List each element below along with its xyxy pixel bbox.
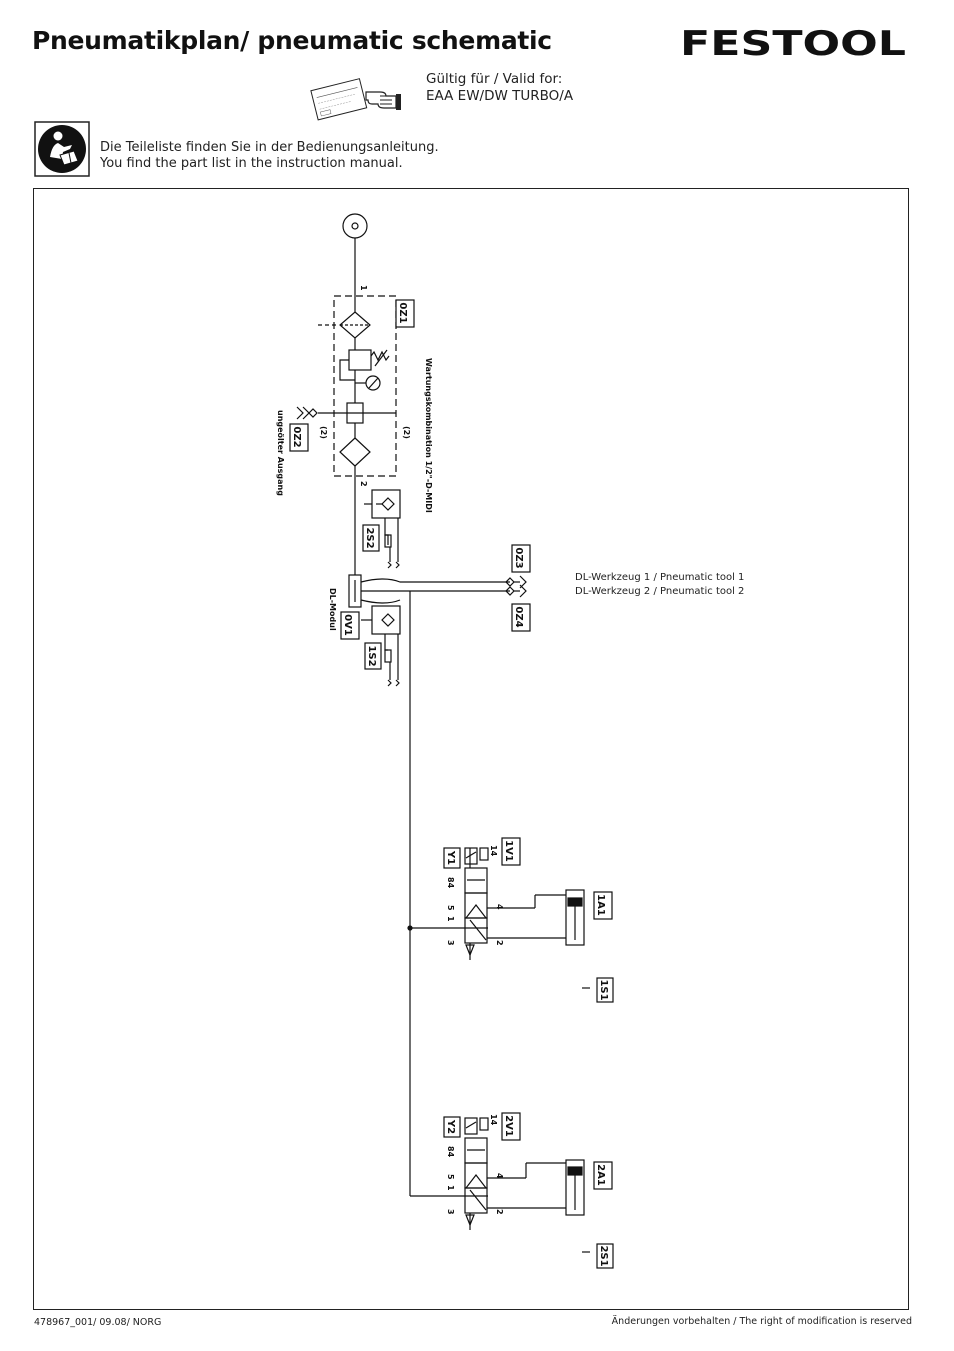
tag-1V1: 1V1 xyxy=(503,840,514,862)
unoiled-output-label: ungeölter Ausgang xyxy=(276,410,285,496)
tag-0Z4: 0Z4 xyxy=(513,606,524,627)
label-box-1S2 xyxy=(364,642,382,670)
part-list-note-en: You find the part list in the instructio… xyxy=(100,156,403,171)
read-manual-icon xyxy=(34,121,90,177)
type-plate-icon xyxy=(310,78,401,121)
label-box-0Z4 xyxy=(511,603,531,632)
tag-Y1: Y1 xyxy=(445,850,456,865)
valve1-port-2: 2 xyxy=(495,940,504,946)
label-box-Y1 xyxy=(443,847,461,869)
valve-2V1-box-c xyxy=(464,1187,488,1214)
tag-2A1: 2A1 xyxy=(595,1164,606,1186)
valve2-port-2: 2 xyxy=(495,1209,504,1215)
valve1-port-4: 4 xyxy=(495,904,504,910)
rights-notice: Änderungen vorbehalten / The right of mo… xyxy=(611,1316,912,1327)
pneumatic-tool-1-label: DL-Werkzeug 1 / Pneumatic tool 1 xyxy=(575,572,745,583)
label-box-1S1 xyxy=(596,977,614,1003)
label-box-1V1 xyxy=(501,837,521,866)
pneumatic-tool-2-label: DL-Werkzeug 2 / Pneumatic tool 2 xyxy=(575,586,745,597)
valve1-port-5: 5 xyxy=(446,905,455,911)
tag-0Z1: 0Z1 xyxy=(397,302,408,323)
valid-for-note: Gültig für / Valid for: EAA EW/DW TURBO/… xyxy=(426,71,573,105)
schematic-frame xyxy=(33,188,909,1310)
page-title: Pneumatikplan/ pneumatic schematic xyxy=(32,26,552,55)
tag-1A1: 1A1 xyxy=(595,894,606,916)
port-2-left: (2) xyxy=(319,426,328,439)
label-box-1A1 xyxy=(593,891,613,920)
valid-for-models: EAA EW/DW TURBO/A xyxy=(426,88,574,104)
dl-module-label: DL-Modul xyxy=(328,588,337,631)
tag-1S2: 1S2 xyxy=(366,645,377,666)
valve1-port-14: 14 xyxy=(489,845,498,857)
document-number: 478967_001/ 09.08/ NORG xyxy=(34,1317,162,1328)
cylinder-1A1 xyxy=(565,889,585,946)
valve2-port-5: 5 xyxy=(446,1174,455,1180)
brand-name: FESTOOL xyxy=(680,26,906,60)
valve1-port-3: 3 xyxy=(446,940,455,946)
tag-0Z3: 0Z3 xyxy=(513,547,524,568)
part-list-note-de: Die Teileliste finden Sie in der Bedienu… xyxy=(100,140,439,155)
valid-for-label: Gültig für / Valid for: xyxy=(426,71,563,87)
coupling-0Z2 xyxy=(308,408,318,418)
tag-Y2: Y2 xyxy=(445,1119,456,1134)
label-box-0Z1 xyxy=(395,299,415,328)
part-list-note: Die Teileliste finden Sie in der Bedienu… xyxy=(100,140,439,172)
label-box-0Z2 xyxy=(289,423,309,452)
port-1: 1 xyxy=(359,285,368,291)
valve-1V1-box-c xyxy=(464,917,488,944)
valve2-port-84: 84 xyxy=(446,1146,455,1158)
valve1-port-84: 84 xyxy=(446,877,455,889)
valve1-port-1: 1 xyxy=(446,916,455,922)
pressure-regulator-symbol xyxy=(348,349,372,371)
label-box-2A1 xyxy=(593,1161,613,1190)
valve2-port-3: 3 xyxy=(446,1209,455,1215)
valve2-port-4: 4 xyxy=(495,1173,504,1179)
label-box-Y2 xyxy=(443,1116,461,1138)
tag-2V1: 2V1 xyxy=(503,1115,514,1137)
tag-0Z2: 0Z2 xyxy=(291,426,302,447)
port-2-right: (2) xyxy=(402,426,411,439)
tag-2S2: 2S2 xyxy=(364,527,375,548)
cylinder-2A1 xyxy=(565,1159,585,1216)
tag-2S1: 2S1 xyxy=(598,1245,609,1266)
label-box-2S2 xyxy=(362,524,380,552)
label-box-0Z3 xyxy=(511,544,531,573)
festool-logo: FESTOOL xyxy=(680,26,906,60)
regulator-spring xyxy=(370,350,390,362)
pressure-switch-1S2 xyxy=(371,605,401,635)
lubricator-symbol xyxy=(339,437,371,467)
maintenance-unit-label: Wartungskombination 1/2"-D-MIDI xyxy=(424,358,433,513)
valve2-port-1: 1 xyxy=(446,1185,455,1191)
tag-1S1: 1S1 xyxy=(598,979,609,1000)
label-box-2S1 xyxy=(596,1243,614,1269)
port-2: 2 xyxy=(359,481,368,487)
tag-0V1: 0V1 xyxy=(342,614,353,636)
valve2-port-14: 14 xyxy=(489,1114,498,1126)
label-box-2V1 xyxy=(501,1112,521,1141)
label-box-0V1 xyxy=(340,611,360,640)
